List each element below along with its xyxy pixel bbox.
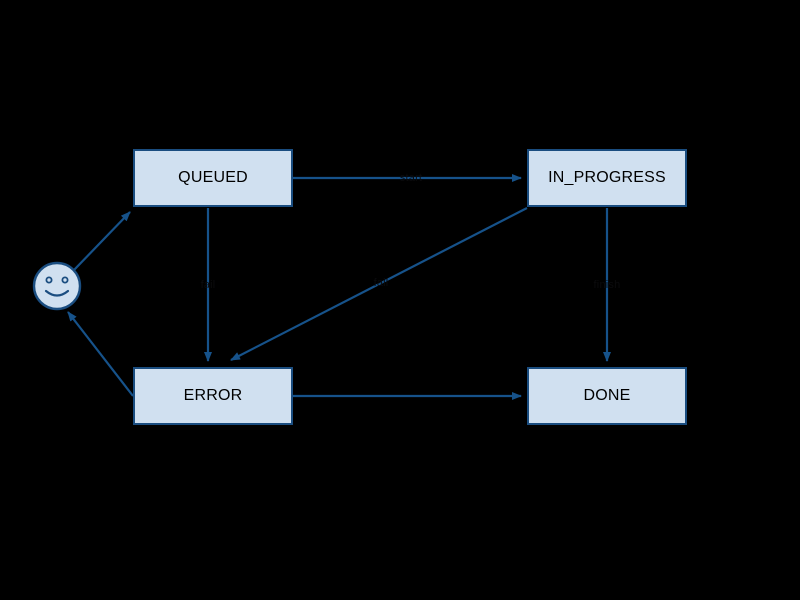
edge-label-queued-to-inprogress: start bbox=[399, 172, 423, 184]
smiley-face-icon bbox=[32, 261, 82, 311]
state-node-done-label: DONE bbox=[583, 387, 631, 404]
edge-label-queued-to-error: fail bbox=[200, 279, 216, 291]
state-node-error-label: ERROR bbox=[183, 387, 243, 404]
state-node-done[interactable]: DONE bbox=[527, 367, 687, 425]
state-node-in-progress[interactable]: IN_PROGRESS bbox=[527, 149, 687, 207]
smiley-eye-left-icon bbox=[45, 276, 53, 284]
state-node-queued-label: QUEUED bbox=[178, 169, 248, 186]
edge-error-to-start bbox=[67, 311, 134, 397]
edge-label-inprogress-to-error: fail bbox=[373, 277, 389, 289]
smiley-mouth-icon bbox=[44, 289, 70, 297]
start-smiley-node[interactable] bbox=[32, 261, 82, 311]
state-node-error[interactable]: ERROR bbox=[133, 367, 293, 425]
edge-inprogress-to-error bbox=[230, 207, 528, 361]
state-node-queued[interactable]: QUEUED bbox=[133, 149, 293, 207]
edge-label-inprogress-to-done: finish bbox=[593, 279, 621, 291]
smiley-eye-right-icon bbox=[61, 276, 69, 284]
edge-start-to-queued bbox=[73, 211, 131, 271]
state-node-in-progress-label: IN_PROGRESS bbox=[548, 169, 666, 186]
